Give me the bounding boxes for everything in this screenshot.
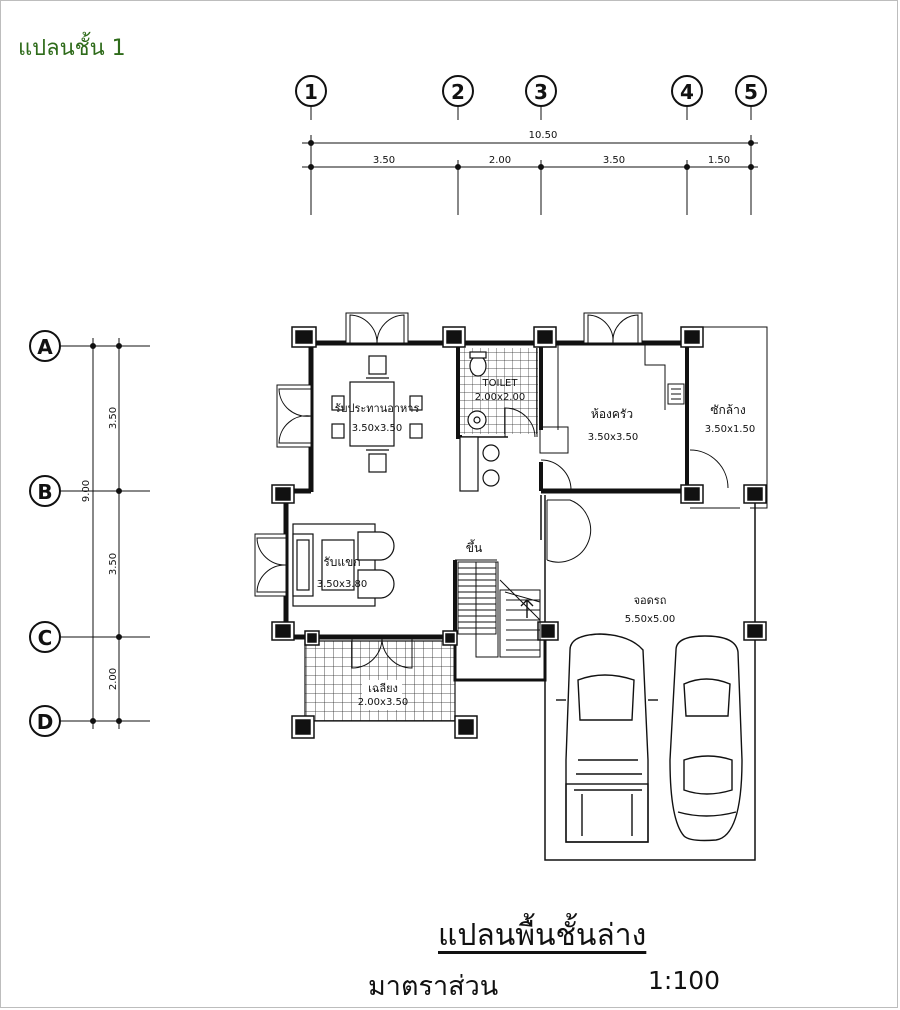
car-sedan	[669, 635, 743, 842]
room-laundry-name: ซักล้าง	[710, 403, 745, 417]
grid-bubble-d: D	[29, 705, 61, 737]
grid-label-4: 4	[680, 80, 694, 104]
room-labels: รับประทานอาหาร 3.50x3.50 TOILET 2.00x2.0…	[317, 378, 755, 710]
grid-label-1: 1	[304, 80, 318, 104]
grid-label-b: B	[37, 480, 52, 504]
scale-value: 1:100	[648, 966, 721, 995]
grid-bubble-b: B	[29, 475, 61, 507]
room-kitchen-size: 3.50x3.50	[588, 432, 638, 443]
dim-overall-vertical: 9.00	[81, 480, 92, 502]
room-porch-size: 2.00x3.50	[358, 697, 408, 708]
dim-vertical-1: 3.50	[108, 407, 119, 429]
scale-label: มาตราส่วน	[368, 971, 499, 1002]
room-carport-name: จอดรถ	[634, 594, 667, 607]
room-stairs-label: ขึ้น	[466, 539, 482, 555]
column-grid: 1 2 3 4 5	[295, 75, 767, 120]
grid-label-c: C	[38, 626, 53, 650]
row-grid: A B C D	[29, 330, 61, 737]
room-porch-name: เฉลียง	[368, 682, 398, 695]
living-room-sofa-set	[292, 523, 395, 607]
dim-overall-horizontal: 10.50	[529, 130, 558, 141]
horizontal-dimensions	[302, 135, 758, 215]
room-kitchen-name: ห้องครัว	[591, 407, 633, 421]
grid-bubble-5: 5	[735, 75, 767, 120]
staircase	[457, 561, 541, 658]
dim-horizontal-3: 3.50	[603, 155, 625, 166]
grid-bubble-2: 2	[442, 75, 474, 120]
grid-bubble-c: C	[29, 621, 61, 653]
car-pickup	[556, 633, 658, 843]
grid-bubble-1: 1	[295, 75, 327, 120]
dim-horizontal-4: 1.50	[708, 155, 730, 166]
grid-label-a: A	[37, 335, 53, 359]
dim-horizontal-1: 3.50	[373, 155, 395, 166]
room-carport-size: 5.50x5.00	[625, 614, 675, 625]
room-toilet-size: 2.00x2.00	[475, 392, 525, 403]
room-laundry-size: 3.50x1.50	[705, 424, 755, 435]
grid-label-d: D	[37, 710, 54, 734]
grid-label-5: 5	[744, 80, 758, 104]
room-toilet-name: TOILET	[482, 378, 519, 389]
room-dining-size: 3.50x3.50	[352, 423, 402, 434]
dim-horizontal-2: 2.00	[489, 155, 511, 166]
vertical-dimensions	[60, 338, 150, 729]
grid-label-3: 3	[534, 80, 548, 104]
room-living-size: 3.50x3.80	[317, 579, 367, 590]
grid-bubble-a: A	[29, 330, 61, 362]
toilet-fixtures	[459, 351, 500, 492]
grid-label-2: 2	[451, 80, 465, 104]
grid-bubble-4: 4	[671, 75, 703, 120]
drawing-title: แปลนพื้นชั้นล่าง	[438, 918, 647, 953]
doors	[254, 312, 729, 669]
room-dining-name: รับประทานอาหาร	[335, 402, 420, 415]
room-living-name: รับแขก	[323, 555, 360, 569]
dim-vertical-2: 3.50	[108, 553, 119, 575]
grid-bubble-3: 3	[525, 75, 557, 120]
page-heading: แปลนชั้น 1	[18, 36, 126, 61]
dining-table-set	[331, 355, 423, 473]
dim-vertical-3: 2.00	[108, 668, 119, 690]
structural-columns	[271, 326, 767, 739]
